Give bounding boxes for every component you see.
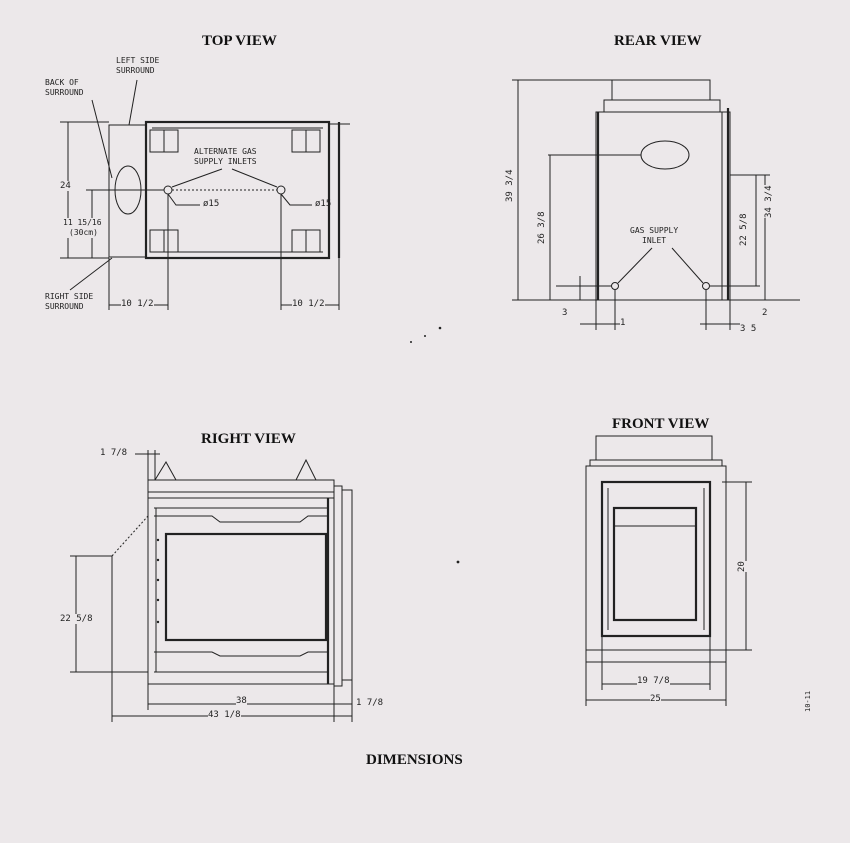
front-view-vent-collar	[595, 435, 713, 461]
top-view-depth: 24	[60, 181, 71, 191]
top-view-left-offset: 10 1/2	[121, 299, 154, 309]
top-view-inlet-height: 11 15/16 (30cm)	[63, 218, 102, 238]
front-view-drawing	[585, 435, 752, 706]
right-side-line-2: SURROUND	[45, 302, 84, 311]
left-side-line-1: LEFT SIDE	[116, 56, 160, 65]
back-of-line-1: BACK OF	[45, 78, 79, 87]
top-view-title: TOP VIEW	[202, 33, 277, 49]
rear-view-vent-height: 26 3/8	[537, 211, 547, 244]
rear-view-vent-cap	[603, 99, 721, 113]
rear-view-drawing	[512, 79, 800, 330]
right-side-line-1: RIGHT SIDE	[45, 292, 94, 301]
speck-2	[424, 335, 426, 337]
rear-view-vent-oval	[640, 140, 690, 170]
rear-view-inlet-left	[611, 282, 619, 290]
top-view-leader-alt-left	[171, 168, 223, 188]
rear-view-leader-gas-r	[671, 247, 704, 284]
rear-view-small-b: 1	[620, 318, 626, 328]
right-view-screw-4	[156, 598, 160, 602]
right-view-right-offset: 1 7/8	[356, 698, 384, 708]
front-view-base	[585, 649, 727, 663]
rear-view-title: REAR VIEW	[614, 33, 702, 49]
rear-view-overall-height: 39 3/4	[505, 169, 515, 202]
rear-view-gas-supply-label: GAS SUPPLY INLET	[630, 226, 678, 246]
right-view-opening-height: 22 5/8	[60, 614, 93, 624]
right-view-screw-2	[156, 558, 160, 562]
front-view-opening-width: 19 7/8	[637, 676, 670, 686]
front-view-window	[612, 506, 698, 622]
right-view-drawing	[70, 450, 353, 722]
front-view-opening-height: 20	[737, 561, 747, 572]
right-view-title: RIGHT VIEW	[201, 431, 296, 447]
right-view-screw-1	[156, 538, 160, 542]
top-view-inlet-right	[276, 185, 286, 195]
front-view-frame	[600, 480, 712, 638]
right-view-overall-width: 43 1/8	[208, 710, 241, 720]
right-view-front-trim	[341, 489, 353, 681]
back-of-surround-label: BACK OF SURROUND	[45, 78, 84, 98]
alt-gas-line-1: ALTERNATE GAS	[194, 147, 257, 156]
inlet-height-line-1: 11 15/16	[63, 218, 102, 227]
alt-gas-line-2: SUPPLY INLETS	[194, 157, 257, 166]
top-view-d15-right: ø15	[315, 199, 332, 209]
inlet-height-line-2: (30cm)	[69, 228, 98, 237]
front-view-vent-cap	[589, 459, 723, 467]
right-view-slope	[111, 515, 149, 557]
speck-4	[456, 560, 460, 564]
back-of-line-2: SURROUND	[45, 88, 84, 97]
rear-view-body	[595, 111, 731, 301]
right-side-surround-label: RIGHT SIDE SURROUND	[45, 292, 93, 312]
top-view-drawing	[60, 79, 350, 310]
right-view-stud-left	[154, 461, 177, 481]
gas-supply-line-1: GAS SUPPLY	[630, 226, 679, 235]
rear-view-inlet-height: 22 5/8	[739, 213, 749, 246]
right-view-top-rail	[154, 515, 328, 523]
right-view-screw-5	[156, 620, 160, 624]
top-view-inlet-left	[163, 185, 173, 195]
right-view-stud-right	[295, 458, 317, 481]
top-view-right-offset: 10 1/2	[292, 299, 325, 309]
right-view-bottom-rail	[154, 651, 328, 657]
right-view-window	[164, 532, 328, 642]
speck-3	[438, 326, 442, 330]
gas-supply-line-2: INLET	[642, 236, 667, 245]
right-view-screw-3	[156, 578, 160, 582]
rear-view-side-height: 34 3/4	[764, 185, 774, 218]
left-side-line-2: SURROUND	[116, 66, 155, 75]
top-view-leader-right-side	[69, 257, 113, 291]
front-view-body	[585, 465, 727, 651]
rear-view-leader-gas-l	[617, 247, 653, 284]
top-view-leader-left-side	[128, 79, 138, 126]
alternate-gas-label: ALTERNATE GAS SUPPLY INLETS	[194, 147, 257, 167]
top-view-leader-alt-right	[231, 168, 278, 188]
left-side-surround-label: LEFT SIDE SURROUND	[116, 56, 159, 76]
rear-view-inlet-right	[702, 282, 710, 290]
rear-view-small-a: 3	[562, 308, 568, 318]
rear-view-small-c: 2	[762, 308, 768, 318]
top-view-leader-d15-right	[280, 193, 312, 206]
right-view-top-band	[147, 479, 335, 499]
right-view-top-offset: 1 7/8	[100, 448, 128, 458]
front-view-overall-width: 25	[650, 694, 661, 704]
top-view-d15-left: ø15	[203, 199, 220, 209]
right-view-front-plate	[333, 485, 343, 687]
margin-code: 10-11	[804, 690, 812, 712]
top-view-leader-d15-left	[167, 193, 200, 206]
right-view-body-width: 38	[236, 696, 247, 706]
rear-view-vent-collar	[611, 79, 711, 101]
front-view-title: FRONT VIEW	[612, 416, 710, 432]
top-view-leader-back	[91, 99, 113, 179]
dimensions-caption: DIMENSIONS	[366, 752, 463, 768]
speck-1	[410, 341, 412, 343]
rear-view-small-d: 3 5	[740, 324, 757, 334]
